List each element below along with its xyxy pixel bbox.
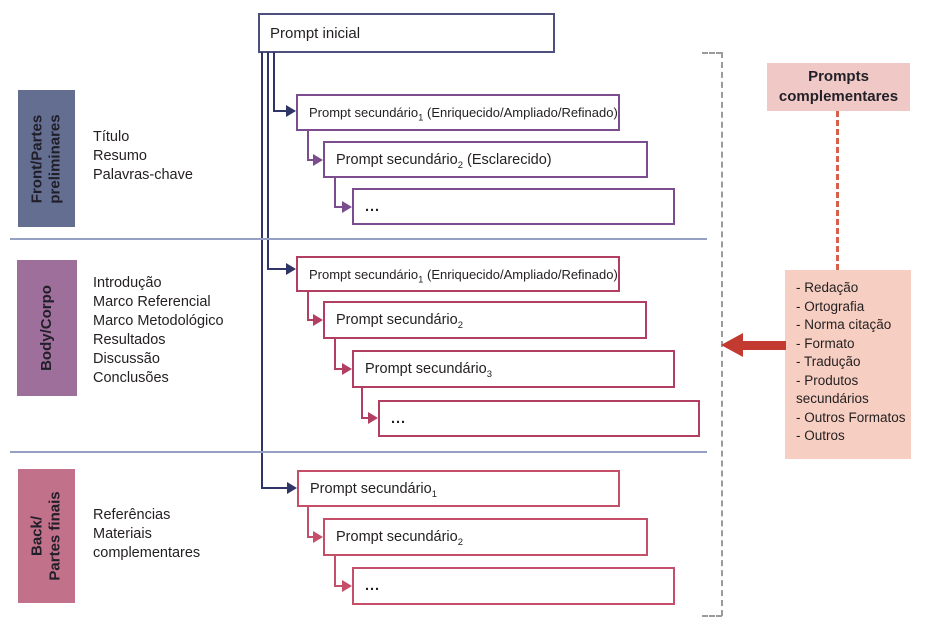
complementary-prompts-header: Prompts complementares [767, 63, 910, 111]
front-section-label: Front/Partes preliminares [18, 90, 75, 227]
back-trunk-hline [261, 487, 288, 489]
back-cascade-box-1: Prompt secundário1 [297, 470, 620, 507]
body-elbow-3-arrow-icon [368, 412, 378, 424]
complementary-item: - Outros [796, 428, 845, 443]
body-item: Marco Referencial [93, 294, 211, 310]
complementary-item: secundários [796, 391, 869, 406]
front-cascade-box-1: Prompt secundário1 (Enriquecido/Ampliado… [296, 94, 620, 131]
body-trunk-arrow-icon [286, 263, 296, 275]
section-divider-front-body [10, 238, 707, 240]
back-item: Referências [93, 507, 171, 523]
body-cascade-box-2: Prompt secundário2 [323, 301, 647, 339]
initial-prompt-label: Prompt inicial [270, 24, 361, 42]
front-item: Título [93, 129, 130, 145]
complementary-dashed-connector [836, 111, 839, 270]
body-elbow-3-vline [361, 387, 363, 419]
complementary-item: - Redação [796, 280, 859, 295]
body-cascade-box-1: Prompt secundário1 (Enriquecido/Ampliado… [296, 256, 620, 292]
front-cascade-box-2: Prompt secundário2 (Esclarecido) [323, 141, 648, 178]
front-item: Palavras-chave [93, 167, 193, 183]
body-elbow-1-arrow-icon [313, 314, 323, 326]
complementary-item: - Tradução [796, 354, 861, 369]
complementary-item: - Ortografia [796, 298, 865, 314]
dashed-bracket-top-stub [702, 52, 722, 54]
body-cascade-box-3: Prompt secundário3 [352, 350, 675, 388]
back-section-label-text: Back/ Partes finais [28, 491, 64, 581]
front-section-label-text: Front/Partes preliminares [28, 113, 64, 204]
body-elbow-2-hline [334, 368, 344, 370]
back-elbow-1-arrow-icon [313, 531, 323, 543]
front-section-items: Título Resumo Palavras-chave [93, 128, 193, 185]
body-section-label: Body/Corpo [17, 260, 77, 396]
front-elbow-1-hline [307, 159, 315, 161]
front-elbow-2-hline [334, 206, 344, 208]
body-elbow-2-arrow-icon [342, 363, 352, 375]
red-arrow-shaft [743, 341, 786, 350]
complementary-item: - Norma citação [796, 317, 892, 332]
complementary-item: - Outros Formatos [796, 409, 906, 425]
back-trunk-vline [261, 52, 263, 489]
back-section-items: Referências Materiais complementares [93, 506, 200, 563]
body-cascade-box-4: ... [378, 400, 700, 437]
back-trunk-arrow-icon [287, 482, 297, 494]
back-elbow-2-hline [334, 585, 344, 587]
back-item: complementares [93, 545, 201, 561]
section-divider-body-back [10, 451, 707, 453]
body-item: Marco Metodológico [93, 313, 224, 329]
body-section-items: Introdução Marco Referencial Marco Metod… [93, 274, 224, 388]
initial-prompt-box: Prompt inicial [258, 13, 555, 53]
complementary-prompts-list: - Redação - Ortografia - Norma citação -… [785, 270, 911, 459]
body-elbow-1-hline [307, 319, 315, 321]
back-item: Materiais [93, 526, 152, 542]
body-section-label-text: Body/Corpo [38, 285, 56, 371]
back-elbow-2-arrow-icon [342, 580, 352, 592]
complementary-item: - Produtos [796, 372, 859, 388]
front-cascade-box-3: ... [352, 188, 675, 225]
body-trunk-vline [267, 52, 269, 270]
front-trunk-vline [273, 52, 275, 112]
back-cascade-box-2: Prompt secundário2 [323, 518, 648, 556]
front-trunk-arrow-icon [286, 105, 296, 117]
body-item: Discussão [93, 351, 160, 367]
body-elbow-3-hline [361, 417, 370, 419]
body-elbow-1-vline [307, 291, 309, 321]
back-elbow-2-vline [334, 555, 336, 587]
body-trunk-hline [267, 268, 287, 270]
front-elbow-2-arrow-icon [342, 201, 352, 213]
complementary-item: - Formato [796, 335, 855, 351]
body-elbow-2-vline [334, 338, 336, 370]
red-arrow-icon [721, 333, 743, 357]
back-cascade-box-3: ... [352, 567, 675, 605]
front-trunk-hline [273, 110, 287, 112]
front-elbow-1-vline [307, 130, 309, 161]
body-item: Resultados [93, 332, 166, 348]
front-elbow-1-arrow-icon [313, 154, 323, 166]
back-section-label: Back/ Partes finais [18, 469, 75, 603]
back-elbow-1-hline [307, 536, 315, 538]
body-item: Introdução [93, 275, 162, 291]
front-item: Resumo [93, 148, 147, 164]
body-item: Conclusões [93, 370, 169, 386]
dashed-bracket-bottom-stub [702, 615, 722, 617]
back-elbow-1-vline [307, 506, 309, 538]
front-elbow-2-vline [334, 177, 336, 208]
